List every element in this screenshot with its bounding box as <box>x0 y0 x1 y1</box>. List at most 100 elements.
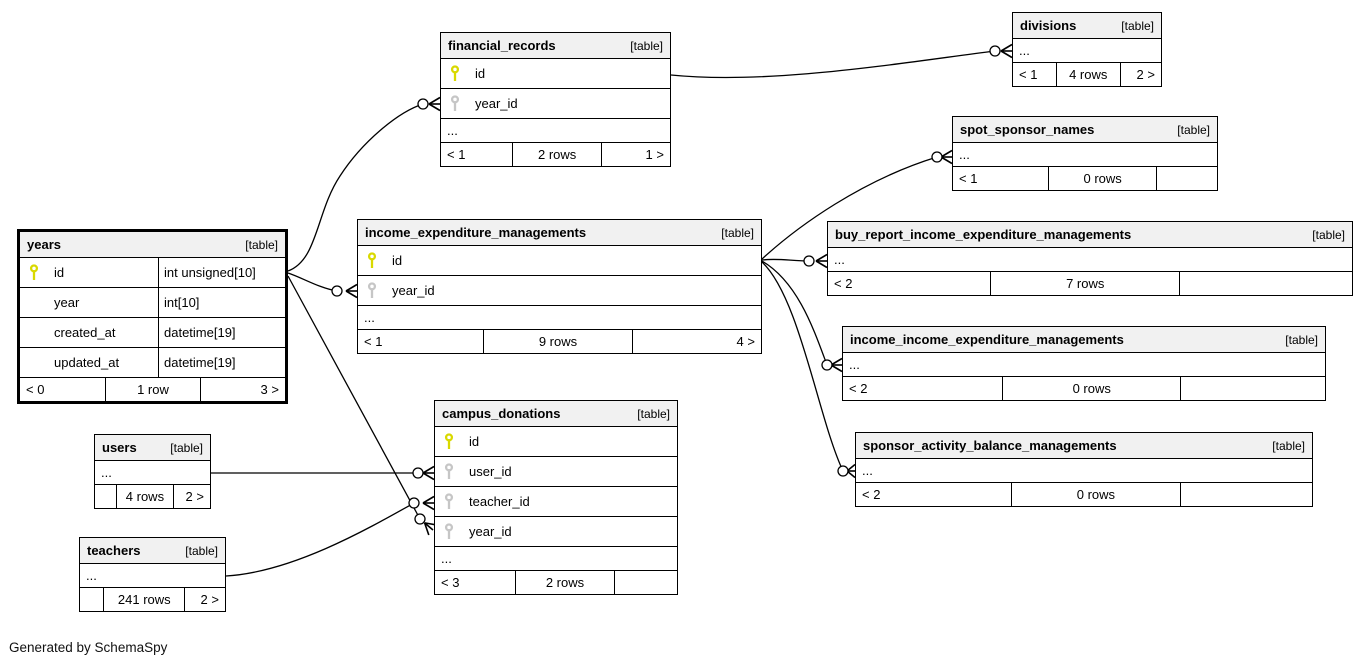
table-income_expenditure_managements[interactable]: income_expenditure_managements [table] id y… <box>357 219 762 354</box>
relationship-teachers-to-campus_donations <box>225 495 435 577</box>
column-name: teacher_id <box>469 494 530 509</box>
primary-key-icon <box>450 65 461 82</box>
table-header: income_expenditure_managements [table] <box>358 220 761 246</box>
column-cell: year_id <box>358 276 761 305</box>
row-count: 2 rows <box>514 571 614 594</box>
crows-foot-icon <box>940 149 953 158</box>
row-count: 7 rows <box>990 272 1179 295</box>
column-name: year_id <box>475 96 518 111</box>
parent-count: < 1 <box>959 171 978 186</box>
parent-count: < 1 <box>1019 67 1038 82</box>
column-cell: id <box>358 246 761 275</box>
table-name: financial_records <box>448 38 556 53</box>
zero-circle-icon <box>417 98 429 110</box>
crows-foot-icon <box>422 495 435 504</box>
column-row-teacher_id: teacher_id <box>435 487 677 517</box>
column-row-updated_at: updated_at datetime[19] <box>20 348 285 378</box>
parent-count: < 2 <box>849 381 868 396</box>
parent-count: < 1 <box>364 334 383 349</box>
crows-foot-icon <box>424 522 434 531</box>
child-count: 4 > <box>632 330 761 353</box>
table-income_income_expenditure_managements[interactable]: income_income_expenditure_managements[ta… <box>842 326 1326 401</box>
column-type: int[10] <box>158 288 285 317</box>
table-sponsor_activity_balance_managements[interactable]: sponsor_activity_balance_managements[tab… <box>855 432 1313 507</box>
foreign-key-icon <box>367 282 378 299</box>
column-name: user_id <box>469 464 512 479</box>
table-name: income_expenditure_managements <box>365 225 587 240</box>
column-row-year_id: year_id <box>358 276 761 306</box>
relationship-income_expenditure_managements-to-income_income_expenditure_managements <box>761 260 843 373</box>
parent-count <box>80 588 103 611</box>
column-type: int unsigned[10] <box>158 258 285 287</box>
table-type-tag: [table] <box>1121 18 1154 33</box>
more-columns-ellipsis: ... <box>828 248 1352 272</box>
zero-circle-icon <box>837 465 849 477</box>
table-header: users[table] <box>95 435 210 461</box>
parent-count <box>95 485 116 508</box>
more-columns-ellipsis: ... <box>856 459 1312 483</box>
relationship-income_expenditure_managements-to-spot_sponsor_names <box>761 149 953 260</box>
child-count <box>1179 272 1352 295</box>
table-header: years[table] <box>20 232 285 258</box>
zero-circle-icon <box>331 285 343 297</box>
column-type: datetime[19] <box>158 348 285 377</box>
table-name: buy_report_income_expenditure_management… <box>835 227 1132 242</box>
column-row-user_id: user_id <box>435 457 677 487</box>
table-name: campus_donations <box>442 406 561 421</box>
row-count: 2 rows <box>511 143 601 166</box>
more-columns-ellipsis: ... <box>441 119 670 143</box>
table-header: sponsor_activity_balance_managements[tab… <box>856 433 1312 459</box>
crows-foot-icon <box>1000 43 1013 52</box>
crows-foot-icon <box>1000 50 1013 59</box>
table-buy_report_income_expenditure_managements[interactable]: buy_report_income_expenditure_management… <box>827 221 1353 296</box>
column-name: id <box>475 66 486 81</box>
table-name: users <box>102 440 137 455</box>
relationship-years-to-financial_records <box>287 96 441 272</box>
row-count: 4 rows <box>115 485 174 508</box>
column-name: year_id <box>392 283 435 298</box>
column-row-id: id <box>441 59 670 89</box>
table-type-tag: [table] <box>721 225 754 240</box>
table-header: divisions[table] <box>1013 13 1161 39</box>
column-name: updated_at <box>54 355 120 370</box>
primary-key-icon <box>367 252 378 269</box>
child-count <box>1179 483 1312 506</box>
child-count: 2 > <box>1119 63 1161 86</box>
child-count <box>614 571 677 594</box>
row-count: 4 rows <box>1055 63 1120 86</box>
column-cell: year <box>20 288 158 317</box>
child-count: 1 > <box>601 143 670 166</box>
zero-circle-icon <box>803 255 815 267</box>
column-cell: year_id <box>435 517 677 546</box>
crows-foot-icon <box>940 156 953 165</box>
relationship-years-to-income_expenditure_managements <box>287 272 358 299</box>
table-type-tag: [table] <box>1272 438 1305 453</box>
primary-key-icon <box>444 433 455 450</box>
more-columns-ellipsis: ... <box>435 547 677 571</box>
zero-circle-icon <box>989 45 1001 57</box>
zero-circle-icon <box>821 359 833 371</box>
column-row-year_id: year_id <box>441 89 670 119</box>
table-type-tag: [table] <box>1177 122 1210 137</box>
column-cell: id <box>20 258 158 287</box>
crows-foot-icon <box>345 290 358 299</box>
relationship-users-to-campus_donations <box>211 465 435 481</box>
crows-foot-icon <box>423 522 430 536</box>
column-cell: teacher_id <box>435 487 677 516</box>
table-name: years <box>27 237 61 252</box>
